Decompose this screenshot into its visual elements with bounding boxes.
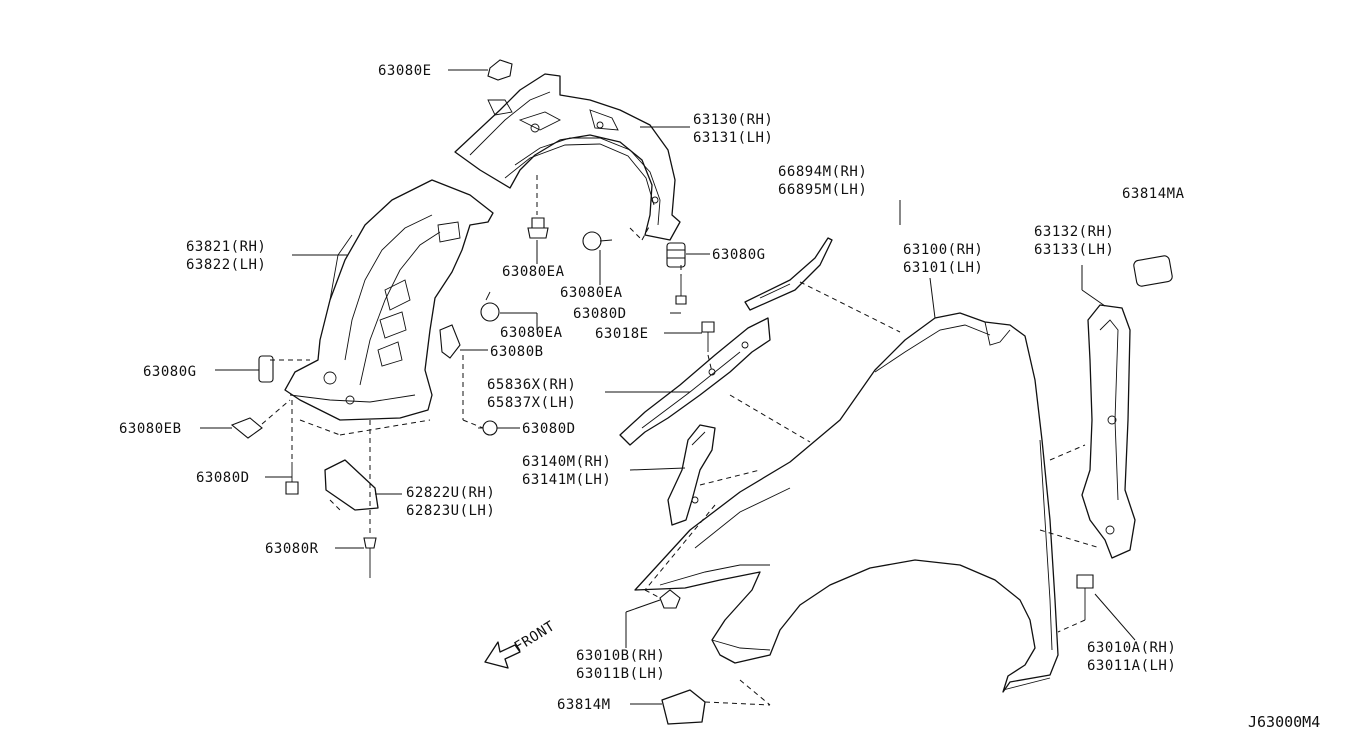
label-63080ea-3: 63080EA [500,325,563,341]
clip-63080eb-part [230,417,263,439]
fender-seal-strip-part [744,237,833,311]
label-63131-lh: 63131(LH) [693,130,773,146]
clip-63080ea-2-part [582,231,613,251]
label-63080b: 63080B [490,344,544,360]
label-63018e: 63018E [595,326,649,342]
label-63100-rh: 63100(RH) [903,242,983,258]
label-63141m-lh: 63141M(LH) [522,472,611,488]
label-63080g-2: 63080G [143,364,197,380]
label-66894m-rh: 66894M(RH) [778,164,867,180]
label-63080e: 63080E [378,63,432,79]
bolt-63080d-left-part [285,462,299,495]
rivet-63080r-part [363,537,377,578]
upper-fender-protector-part [454,73,681,241]
bolt-63080d-part [675,276,687,305]
clip-63080b-part [439,324,461,359]
label-62823u-lh: 62823U(LH) [406,503,495,519]
dashed-reference-lines [261,175,1101,706]
label-63080ea-1: 63080EA [502,264,565,280]
front-direction-label: FRONT [512,618,558,655]
grommet-63080g-left-part [258,355,274,383]
label-65836x-rh: 65836X(RH) [487,377,576,393]
label-65837x-lh: 65837X(LH) [487,395,576,411]
front-fender-panel-part [634,312,1059,693]
bolt-63010a-part [1076,574,1094,620]
label-63130-rh: 63130(RH) [693,112,773,128]
label-63080eb: 63080EB [119,421,182,437]
front-fender-protector-part [284,179,494,421]
label-63140m-rh: 63140M(RH) [522,454,611,470]
fender-front-bracket-part [667,424,716,526]
fender-bracket-part [619,317,771,446]
label-63080d-3: 63080D [196,470,250,486]
label-63821-rh: 63821(RH) [186,239,266,255]
label-63010b-rh: 63010B(RH) [576,648,665,664]
seal-63814m-part [661,689,706,725]
label-63101-lh: 63101(LH) [903,260,983,276]
diagram-code: J63000M4 [1248,713,1320,731]
label-63080ea-2: 63080EA [560,285,623,301]
clip-63080ea-3-part [480,291,500,322]
clip-63080e-part [487,59,513,81]
label-63814m: 63814M [557,697,611,713]
part-labels: 63080E 63130(RH) 63131(LH) 66894M(RH) 66… [119,63,1320,731]
label-63814ma: 63814MA [1122,186,1185,202]
grommet-63080g-part [666,242,686,268]
label-63080r: 63080R [265,541,319,557]
fender-rear-bracket-part [1081,304,1136,559]
cover-62822u-part [324,459,379,511]
nut-63010b-part [659,589,681,609]
label-63080d-2: 63080D [522,421,576,437]
label-66895m-lh: 66895M(LH) [778,182,867,198]
label-63132-rh: 63132(RH) [1034,224,1114,240]
label-63080g-1: 63080G [712,247,766,263]
label-63133-lh: 63133(LH) [1034,242,1114,258]
clip-63080ea-part [527,217,549,239]
label-63011a-lh: 63011A(LH) [1087,658,1176,674]
label-63822-lh: 63822(LH) [186,257,266,273]
leader-lines [200,69,1136,705]
bolt-63080d-mid-part [478,420,498,436]
seal-63814ma-part [1133,255,1173,287]
front-arrow-icon [484,641,521,669]
label-63080d-1: 63080D [573,306,627,322]
label-63011b-lh: 63011B(LH) [576,666,665,682]
label-62822u-rh: 62822U(RH) [406,485,495,501]
bolt-63018e-part [701,321,715,352]
label-63010a-rh: 63010A(RH) [1087,640,1176,656]
